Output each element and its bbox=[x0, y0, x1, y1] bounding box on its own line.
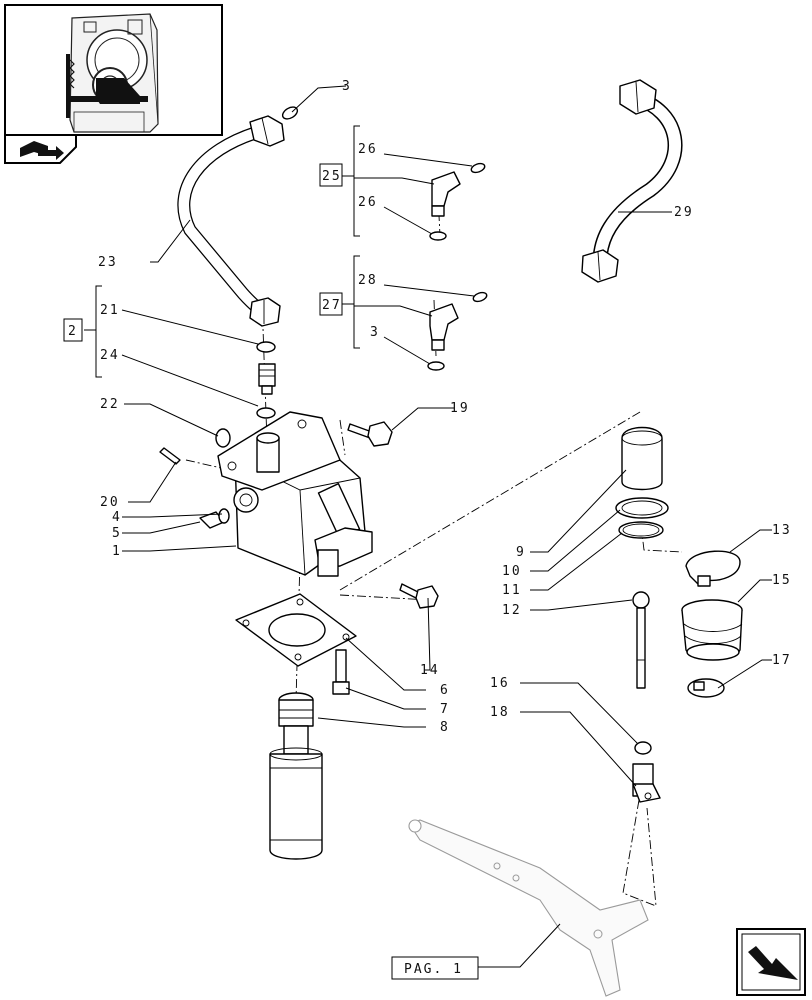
callout-3-top: 3 bbox=[342, 79, 352, 94]
callout-27[interactable]: 27 bbox=[322, 298, 342, 313]
callout-12: 12 bbox=[502, 603, 522, 618]
elbow-27 bbox=[427, 291, 488, 371]
right-parts bbox=[615, 426, 743, 803]
callout-6: 6 bbox=[440, 683, 450, 698]
callout-14: 14 bbox=[420, 663, 440, 678]
location-thumbnail[interactable] bbox=[4, 4, 223, 136]
callout-2[interactable]: 2 bbox=[68, 324, 78, 339]
callout-8: 8 bbox=[440, 720, 450, 735]
callout-23: 23 bbox=[98, 255, 118, 270]
arrow-next-icon[interactable] bbox=[736, 928, 806, 996]
callout-26-top: 26 bbox=[358, 142, 378, 157]
valve-body-1 bbox=[217, 411, 373, 577]
callout-21: 21 bbox=[100, 303, 120, 318]
callout-1: 1 bbox=[112, 544, 122, 559]
callout-16: 16 bbox=[490, 676, 510, 691]
lever-reference bbox=[408, 819, 649, 997]
callout-20: 20 bbox=[100, 495, 120, 510]
callout-boxes bbox=[63, 163, 479, 980]
book-arrow-back-icon[interactable] bbox=[4, 134, 77, 164]
pipe-23 bbox=[177, 115, 285, 327]
callout-11: 11 bbox=[502, 583, 522, 598]
callout-15: 15 bbox=[772, 573, 792, 588]
gasket-6 bbox=[235, 593, 357, 667]
callout-29: 29 bbox=[674, 205, 694, 220]
callout-26-bottom: 26 bbox=[358, 195, 378, 210]
callout-18: 18 bbox=[490, 705, 510, 720]
callout-10: 10 bbox=[502, 564, 522, 579]
pipe-29 bbox=[581, 79, 683, 283]
callout-28: 28 bbox=[358, 273, 378, 288]
callout-9: 9 bbox=[516, 545, 526, 560]
callout-labels: 3 23 21 2 24 22 20 4 5 1 19 14 6 7 8 26 … bbox=[68, 79, 792, 977]
callout-22: 22 bbox=[100, 397, 120, 412]
small-parts-upper bbox=[159, 106, 299, 465]
leader-lines bbox=[84, 85, 772, 968]
callout-25[interactable]: 25 bbox=[322, 169, 342, 184]
piston-8 bbox=[269, 692, 323, 860]
callout-17: 17 bbox=[772, 653, 792, 668]
callout-7: 7 bbox=[440, 702, 450, 717]
callout-13: 13 bbox=[772, 523, 792, 538]
callout-19: 19 bbox=[450, 401, 470, 416]
elbow-25 bbox=[429, 162, 486, 241]
callout-5: 5 bbox=[112, 526, 122, 541]
screws bbox=[199, 421, 650, 695]
page-reference[interactable]: PAG. 1 bbox=[404, 962, 463, 977]
callout-24: 24 bbox=[100, 348, 120, 363]
callout-4: 4 bbox=[112, 510, 122, 525]
callout-3-bottom: 3 bbox=[370, 325, 380, 340]
